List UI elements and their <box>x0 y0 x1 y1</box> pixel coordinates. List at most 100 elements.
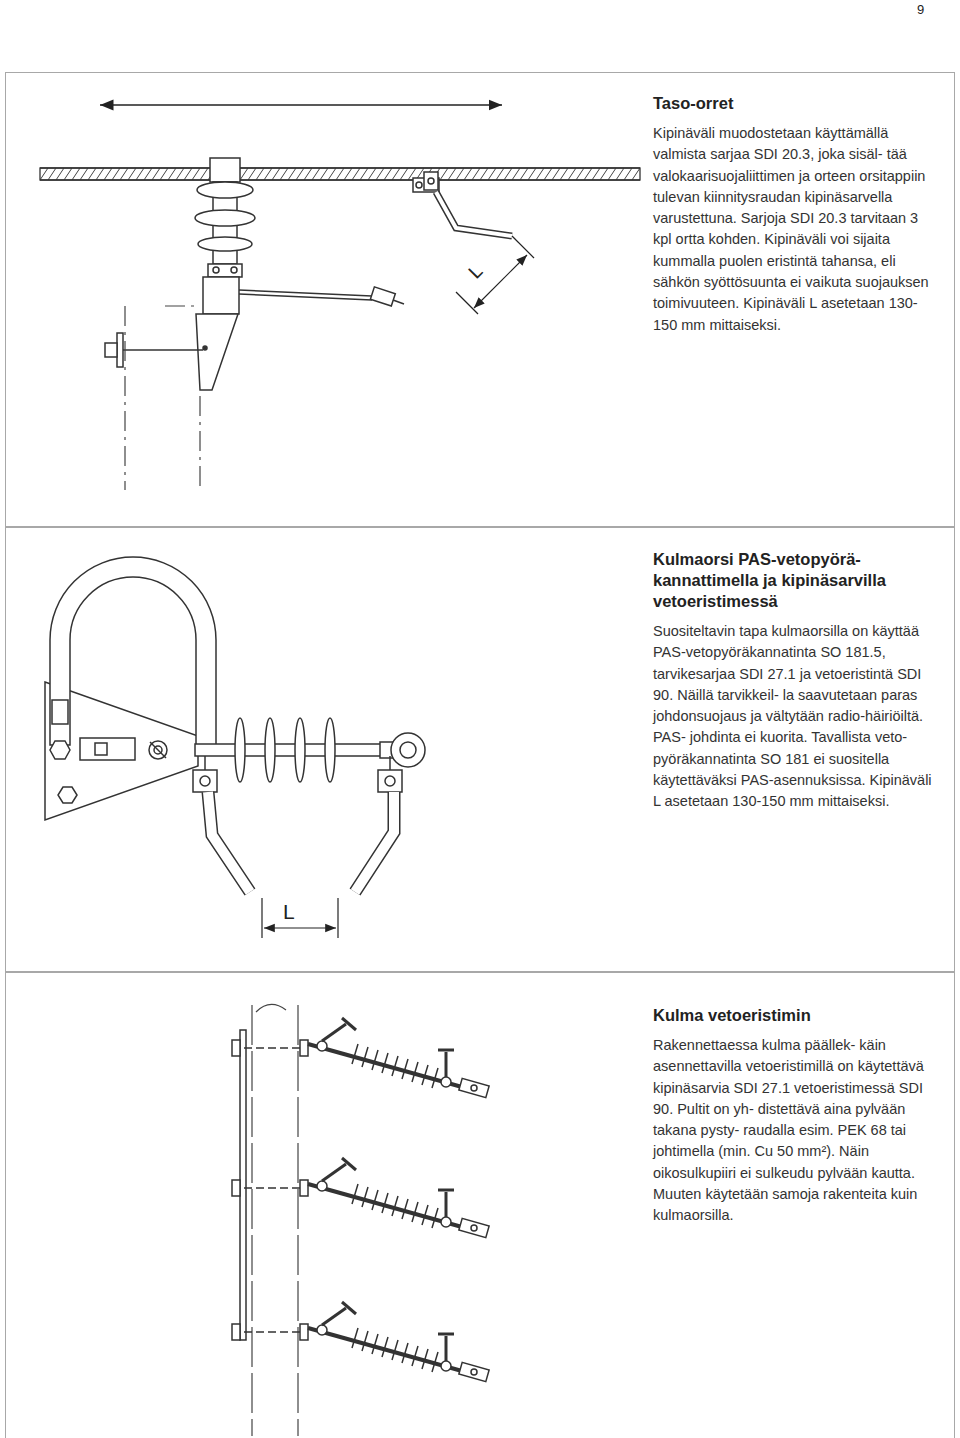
strain-insulator <box>378 770 402 792</box>
strain-insulator <box>265 718 275 782</box>
dimension-l <box>456 292 478 314</box>
pin-insulator <box>208 264 242 277</box>
spark-horn <box>393 300 404 304</box>
strain-insulator <box>235 718 245 782</box>
spark-horns <box>355 792 394 892</box>
strain-insulator <box>389 756 391 770</box>
pin-insulator <box>213 267 219 273</box>
strain-assembly <box>352 1044 438 1088</box>
strain-insulator <box>325 718 335 782</box>
pin-insulator <box>196 314 238 390</box>
strain-assembly <box>445 1052 448 1077</box>
dimension-l <box>261 898 262 938</box>
strain-assembly <box>232 1018 489 1382</box>
pin-insulator <box>195 210 255 226</box>
strain-assembly <box>232 1302 489 1382</box>
dimension-label: L <box>465 261 486 282</box>
strain-assembly <box>308 1044 462 1087</box>
section-panel: Taso-orretKipinäväli muodostetaan käyttä… <box>5 72 955 527</box>
conductor <box>40 168 640 180</box>
vertical-strap <box>240 1030 246 1340</box>
pole-outline <box>199 396 200 490</box>
strain-insulator <box>193 770 217 792</box>
arc-protection-clamp <box>436 192 512 236</box>
section-body: Rakennettaessa kulma päällek- käin asenn… <box>653 1035 938 1227</box>
vertical-strap <box>240 1030 246 1340</box>
span-arrow <box>100 104 502 106</box>
text-column: Kulma vetoeristiminRakennettaessa kulma … <box>653 1005 938 1227</box>
section-body: Suositeltavin tapa kulmaorsilla on käytt… <box>653 621 938 813</box>
pulley-bracket <box>58 787 77 803</box>
strain-insulator <box>400 742 416 758</box>
spark-horn <box>370 287 395 306</box>
pulley-bracket <box>45 682 198 820</box>
strain-assembly <box>322 1024 346 1041</box>
dimension-l <box>456 236 534 314</box>
pin-insulator <box>197 182 253 198</box>
strain-assembly <box>232 1018 489 1098</box>
strain-assembly <box>459 1078 489 1097</box>
arc-protection-clamp <box>428 178 434 184</box>
strain-assembly <box>441 1077 451 1087</box>
span-arrow <box>100 104 502 106</box>
section-body: Kipinäväli muodostetaan käyttämällä valm… <box>653 123 938 336</box>
section-heading: Taso-orret <box>653 93 938 114</box>
mounting-bolt <box>105 343 117 357</box>
strain-insulator <box>204 756 206 770</box>
dimension-l <box>262 898 338 938</box>
pulley-bracket <box>52 700 68 724</box>
pole-outline <box>125 306 200 490</box>
mounting-bolt <box>117 333 123 367</box>
dimension-l <box>512 236 534 258</box>
pin-insulator <box>195 158 255 390</box>
spark-horn <box>239 287 404 306</box>
pulley-bracket <box>149 741 167 759</box>
strain-insulator <box>295 718 305 782</box>
conductor <box>40 179 640 180</box>
dimension-l <box>474 255 527 308</box>
pole <box>252 1004 298 1436</box>
pin-insulator <box>203 277 239 314</box>
section-panel: Kulmaorsi PAS-vetopyörä- kannattimella j… <box>5 527 955 972</box>
section-heading: Kulma vetoeristimin <box>653 1005 938 1026</box>
arc-protection-clamp <box>424 172 438 190</box>
strain-insulator <box>391 733 425 767</box>
strain-assembly <box>232 1158 489 1238</box>
pole <box>297 1005 298 1436</box>
pole <box>251 1005 252 1436</box>
pin-insulator <box>203 346 207 350</box>
page-number: 9 <box>917 3 924 16</box>
pin-insulator <box>198 237 252 251</box>
strain-assembly <box>232 1040 240 1056</box>
pole-outline <box>124 306 125 490</box>
strain-assembly <box>438 1049 454 1052</box>
strain-insulator <box>200 776 210 786</box>
arc-protection-clamp <box>416 182 422 188</box>
spark-horns <box>208 792 394 892</box>
mounting-bolt <box>123 349 203 351</box>
text-column: Kulmaorsi PAS-vetopyörä- kannattimella j… <box>653 549 938 813</box>
section-heading: Kulmaorsi PAS-vetopyörä- kannattimella j… <box>653 549 938 612</box>
pulley-bracket <box>80 738 135 760</box>
spark-horns <box>355 792 394 892</box>
dimension-l <box>264 927 336 928</box>
strain-assembly <box>317 1041 327 1051</box>
conductor <box>40 168 640 180</box>
pulley-bracket <box>50 557 216 745</box>
strain-assembly <box>342 1018 356 1030</box>
text-column: Taso-orretKipinäväli muodostetaan käyttä… <box>653 93 938 336</box>
strain-insulator <box>385 776 395 786</box>
spark-horn <box>239 294 372 300</box>
pulley-bracket <box>50 741 70 759</box>
pulley-bracket <box>45 557 216 820</box>
pulley-bracket <box>150 742 166 758</box>
dimension-l <box>337 898 338 938</box>
strain-assembly <box>471 1085 477 1091</box>
strain-assembly <box>232 1047 306 1049</box>
spark-horns <box>208 792 250 892</box>
pin-insulator <box>210 158 240 182</box>
strain-assembly <box>300 1040 308 1056</box>
dimension-label: L <box>283 901 295 922</box>
conductor <box>40 167 640 168</box>
